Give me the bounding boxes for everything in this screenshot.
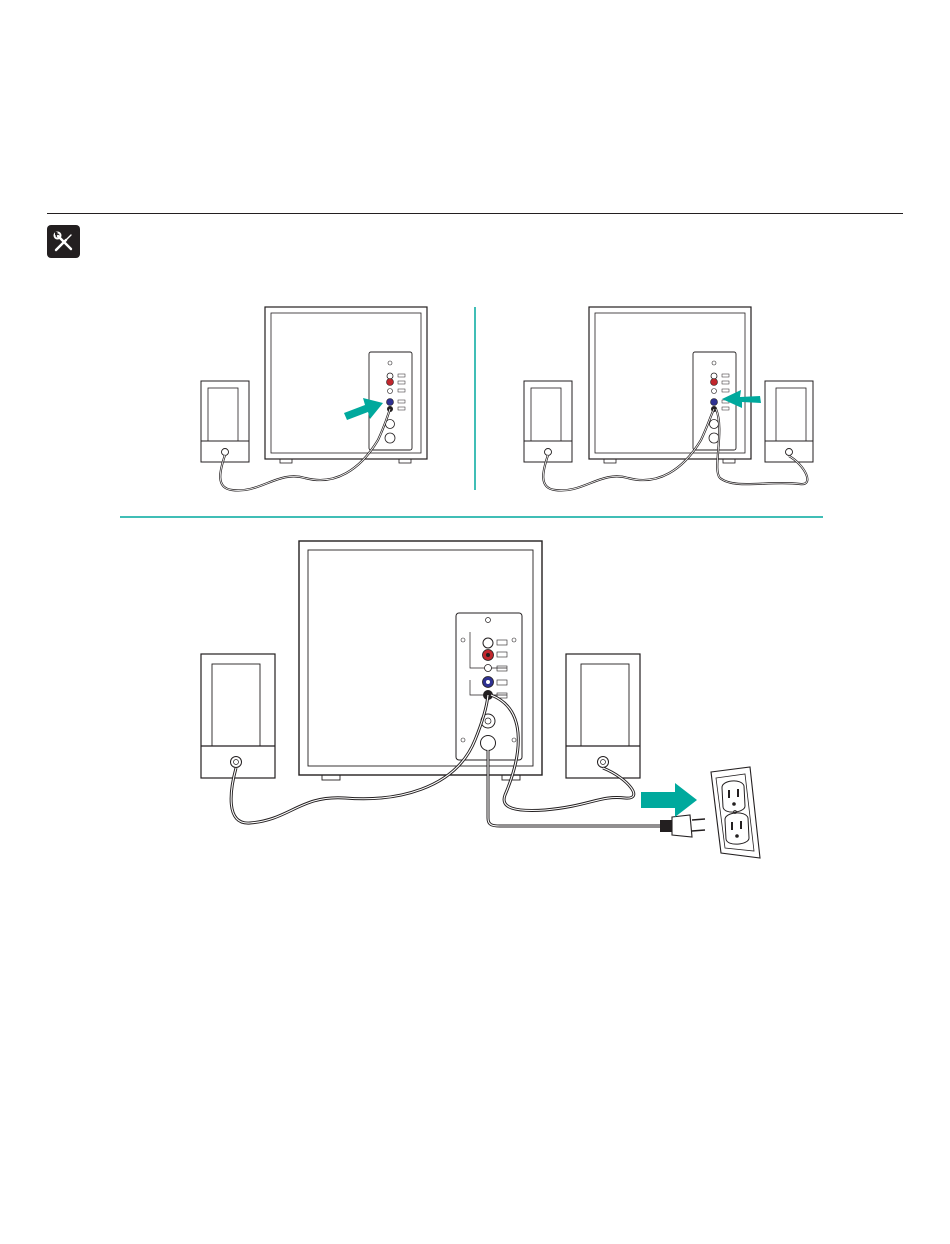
step-3-left-satellite bbox=[201, 654, 275, 778]
step-2-blue-jack bbox=[711, 399, 718, 406]
step-2-panel bbox=[524, 307, 813, 490]
step-1-panel bbox=[201, 307, 427, 490]
step-3-arrow-icon bbox=[641, 783, 697, 817]
step-3-right-satellite bbox=[566, 654, 640, 778]
step-2-right-satellite bbox=[765, 381, 813, 462]
power-plug-icon bbox=[660, 815, 705, 837]
step-1-blue-jack bbox=[387, 399, 394, 406]
step-3-subwoofer bbox=[299, 541, 542, 780]
step-3-panel bbox=[201, 541, 760, 858]
step-1-red-jack bbox=[387, 379, 394, 386]
step-2-red-jack bbox=[711, 379, 718, 386]
wall-outlet-icon bbox=[711, 767, 760, 858]
step-1-left-satellite bbox=[201, 381, 249, 462]
step-2-subwoofer bbox=[589, 307, 751, 463]
step-1-subwoofer bbox=[265, 307, 427, 463]
step-2-left-satellite bbox=[524, 381, 572, 462]
